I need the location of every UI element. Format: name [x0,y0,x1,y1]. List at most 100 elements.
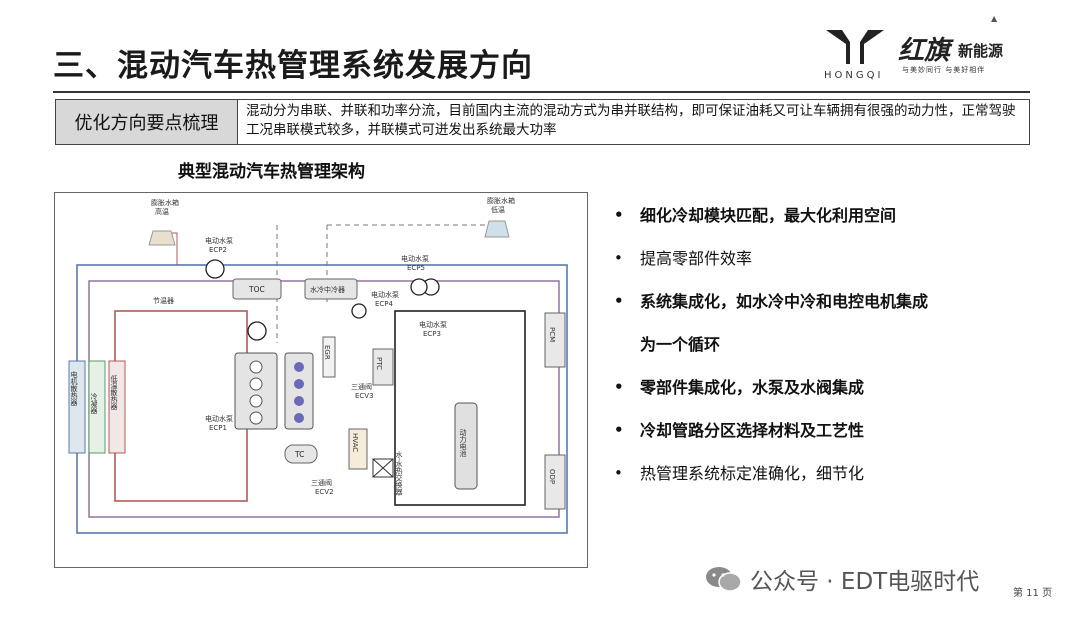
tank-low-icon [484,220,510,238]
tank-high-icon [148,230,176,246]
wechat-icon [706,567,742,592]
bullet-text: 为一个循环 [640,335,721,354]
rad1-label: 电机散热器 [70,370,78,407]
ecv2-label-1: 三通阀 [311,478,332,487]
odp-label: ODP [548,469,556,484]
bullet-5: • 冷却管路分区选择材料及工艺性 [612,420,1032,441]
ecp4-pump-icon [351,303,367,319]
logo-brand: HONGQI [824,70,884,81]
summary-text: 混动分为串联、并联和功率分流，目前国内主流的混动方式为串并联结构，即可保证油耗又… [246,103,1016,138]
tc-label: TC [294,450,304,459]
diagram-title: 典型混动汽车热管理架构 [178,162,365,182]
rad3-label: 低温散热器 [110,374,118,411]
head-port-2 [294,379,304,389]
logo-slogan: 与美妙同行 与美好相伴 [902,66,986,74]
dash-line-3 [327,224,498,235]
bullet-text: 提高零部件效率 [640,249,753,268]
hvac-box [348,428,368,470]
bullet-dot-icon: • [614,292,624,310]
thermostat-label: 节温器 [153,296,174,305]
corner-mark: ▲ [991,14,998,23]
bullet-text: 热管理系统标定准确化，细节化 [640,464,865,483]
page-number: 第 11 页 [1013,588,1053,599]
summary-label: 优化方向要点梳理 [56,100,238,144]
toc-box [232,278,282,300]
ecp5-label-2: ECP5 [407,264,425,272]
thermal-architecture-diagram: 电机散热器 冷凝器 低温散热器 膨胀水箱 高温 膨胀水箱 低温 电动水泵 ECP… [54,192,588,568]
tc-box [284,444,318,464]
ph-cross-icon [372,458,394,478]
ptc-box [372,348,394,386]
battery-loop [394,310,526,506]
bullet-dot-icon: • [614,421,624,439]
hongqi-logo: 红旗 新能源 HONGQI 与美妙同行 与美好相伴 [824,26,1034,84]
ecp2-label-1: 电动水泵 [205,236,233,245]
tank-high-label-1: 膨胀水箱 [151,198,179,207]
bullet-list: • 细化冷却模块匹配，最大化利用空间 • 提高零部件效率 • 系统集成化，如水冷中冷和… [612,205,1032,506]
head-block [284,352,314,430]
watermark: 公众号 · EDT电驱时代 [704,562,979,596]
ecp5-label-1: 电动水泵 [401,254,429,263]
bullet-dot-icon: • [614,249,623,267]
radiator-1 [68,360,86,454]
summary-table: 优化方向要点梳理 混动分为串联、并联和功率分流，目前国内主流的混动方式为串并联结… [55,99,1030,145]
bullet-3-continued: 为一个循环 [612,334,1032,355]
cylinder-1 [249,360,263,374]
ecp3-pump-icon [410,278,428,296]
ecp4-label-2: ECP4 [375,300,394,308]
head-port-1 [294,362,304,372]
ph-label: 水-水热交换器 [395,450,403,497]
watermark-text: 公众号 · EDT电驱时代 [750,569,980,595]
bullet-dot-icon: • [614,464,623,482]
ecp1-label-1: 电动水泵 [205,414,233,423]
bullet-1: • 细化冷却模块匹配，最大化利用空间 [612,205,1032,226]
bullet-dot-icon: • [614,206,624,224]
ecp2-label-2: ECP2 [209,246,227,254]
hvac-label: HVAC [351,433,359,452]
bullet-text: 冷却管路分区选择材料及工艺性 [640,421,865,440]
bullet-2: • 提高零部件效率 [612,248,1032,269]
bullet-text: 零部件集成化，水泵及水阀集成 [640,378,865,397]
head-port-3 [294,396,304,406]
hongqi-emblem-icon [826,30,884,64]
logo-sub: 新能源 [958,42,1004,60]
ecp4-label-1: 电动水泵 [371,290,399,299]
ecp1-pump-icon [247,321,267,341]
chiller-box [304,278,358,300]
page-title: 三、混动汽车热管理系统发展方向 [53,48,533,84]
cylinder-4 [249,411,263,425]
cylinder-3 [249,394,263,408]
ecv3-label-1: 三通阀 [351,382,372,391]
bullet-text: 细化冷却模块匹配，最大化利用空间 [640,206,897,225]
tank-high-label-2: 高温 [155,207,169,216]
ecp1-label-2: ECP1 [209,424,227,432]
chiller-label: 水冷中冷器 [310,285,345,294]
bullet-4: • 零部件集成化，水泵及水阀集成 [612,377,1032,398]
cylinder-2 [249,377,263,391]
egr-box [322,336,336,378]
ecv3-label-2: ECV3 [355,392,374,400]
bullet-dot-icon: • [614,378,624,396]
engine-block [234,352,278,430]
tank-low-label-2: 低温 [491,205,505,214]
ecv2-label-2: ECV2 [315,488,334,496]
engine-loop [114,310,248,502]
logo-name: 红旗 [898,36,951,66]
ptc-label: PTC [375,357,383,370]
ecp3-label-1: 电动水泵 [419,320,447,329]
title-divider [53,91,1030,93]
pcm-box [544,312,566,368]
tank-low-label-1: 膨胀水箱 [487,196,515,205]
bullet-text: 系统集成化，如水冷中冷和电控电机集成 [640,292,929,311]
ecp3-label-2: ECP3 [423,330,441,338]
battery-box [454,402,478,490]
bullet-3: • 系统集成化，如水冷中冷和电控电机集成 [612,291,1032,312]
egr-label: EGR [323,345,331,360]
diagram-canvas: 电机散热器 冷凝器 低温散热器 膨胀水箱 高温 膨胀水箱 低温 电动水泵 ECP… [68,196,568,534]
pcm-label: PCM [548,327,556,342]
radiator-2 [88,360,106,454]
head-port-4 [294,413,304,423]
rad2-label: 冷凝器 [90,392,98,415]
ecp2-pump-icon [205,259,225,279]
odp-box [544,454,566,510]
